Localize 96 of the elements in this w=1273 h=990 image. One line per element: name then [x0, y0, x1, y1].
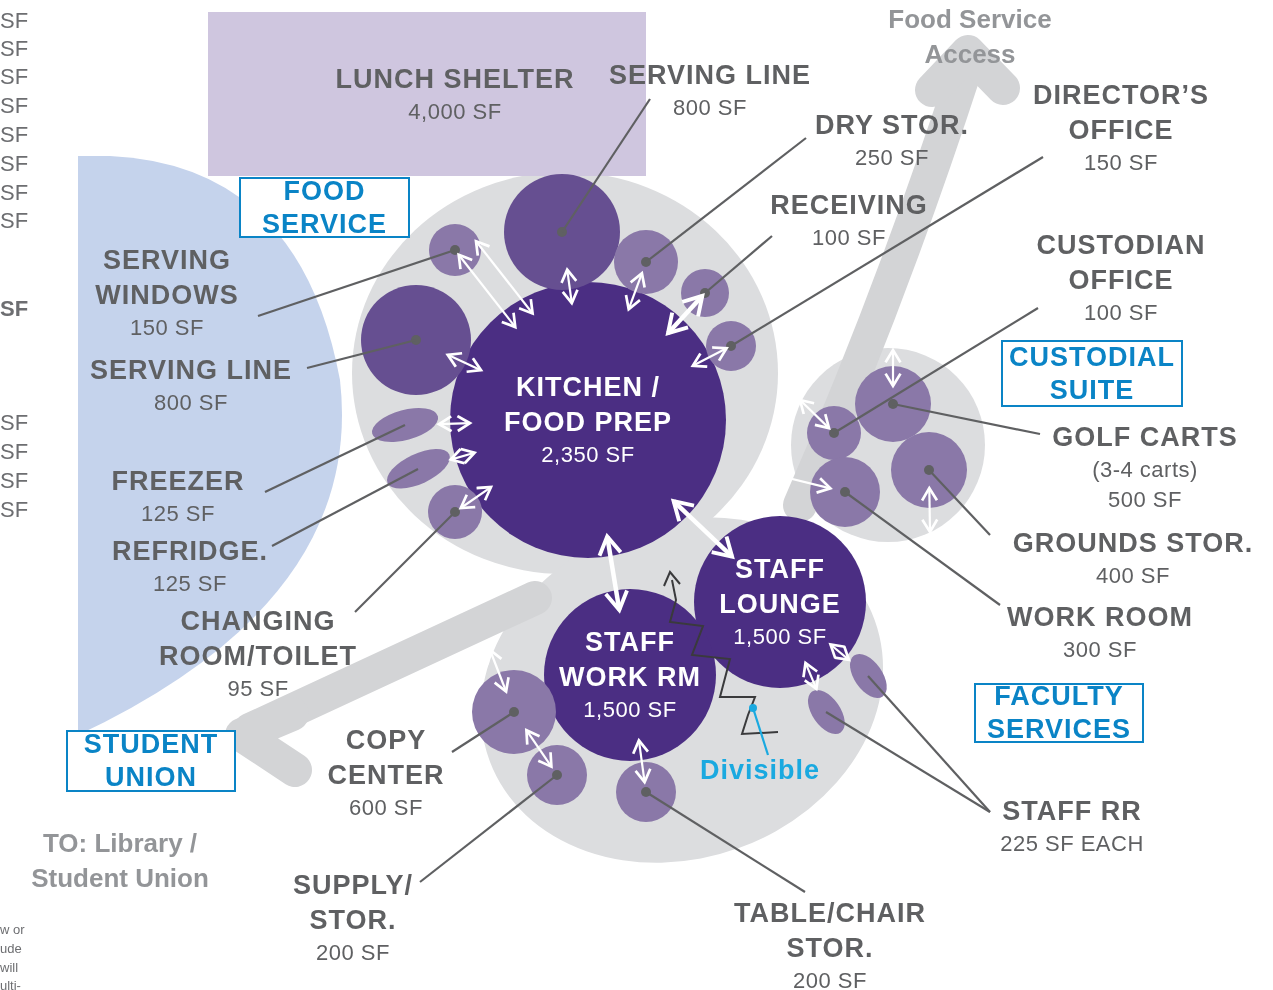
room-name: SERVING WINDOWS	[94, 244, 240, 312]
zone-label-box	[974, 683, 1144, 743]
area-text: (3-4 carts)	[1092, 456, 1198, 484]
cropped-text: SF	[0, 122, 29, 148]
area-text: 800 SF	[154, 389, 228, 417]
area-text: 500 SF	[1108, 486, 1182, 514]
room-name: STAFF RR	[1002, 795, 1142, 828]
arrow	[446, 352, 483, 373]
room-name: STAFF LOUNGE	[718, 553, 842, 621]
room-name: STAFF WORK RM	[558, 626, 702, 694]
area-text: 1,500 SF	[582, 696, 678, 724]
room-name: CHANGING ROOM/TOILET	[158, 605, 358, 673]
room-name: WORK ROOM	[1007, 601, 1193, 634]
room-name: SERVING LINE	[89, 354, 292, 387]
leader-line	[264, 424, 406, 493]
cropped-text: ude	[0, 941, 22, 956]
zone-title: FOOD SERVICE	[260, 174, 388, 241]
area-text: 200 SF	[316, 939, 390, 967]
arrow	[921, 486, 938, 534]
cropped-text: SF	[0, 93, 29, 119]
area-text: 4,000 SF	[408, 97, 502, 126]
arrow	[624, 271, 646, 311]
leader-line	[825, 711, 991, 813]
cropped-text: will	[0, 960, 19, 975]
room-name: KITCHEN / FOOD PREP	[503, 371, 673, 439]
area-text: 1,500 SF	[732, 623, 828, 651]
area-text: 150 SF	[130, 314, 204, 342]
area-text: 100 SF	[1084, 299, 1158, 327]
room-name: FREEZER	[111, 465, 245, 498]
room-name: DRY STOR.	[814, 109, 969, 142]
leader-line	[271, 468, 419, 547]
zone-label-box	[66, 730, 236, 792]
area-text: 400 SF	[1096, 562, 1170, 590]
cropped-text: ulti-	[0, 978, 21, 990]
arrow	[457, 253, 517, 329]
room-name: REFRIDGE.	[112, 535, 268, 568]
zone-title: FACULTY SERVICES	[985, 680, 1133, 746]
area-text: 150 SF	[1084, 149, 1158, 177]
zone-title: STUDENT UNION	[82, 728, 220, 794]
cropped-text: SF	[0, 180, 29, 206]
area-text: 100 SF	[812, 224, 886, 252]
area-text: 95 SF	[227, 675, 289, 703]
zone-label-box	[239, 177, 410, 238]
cropped-text: SF	[0, 208, 29, 234]
arrow	[449, 448, 476, 465]
arrow	[802, 661, 820, 691]
room-name: GOLF CARTS	[1052, 421, 1238, 454]
zone-title: CUSTODIAL SUITE	[1008, 340, 1176, 407]
cropped-text: SF	[0, 468, 29, 494]
arrow	[525, 728, 553, 769]
area-text: 2,350 SF	[540, 441, 636, 469]
area-text: 225 SF EACH	[1000, 830, 1144, 858]
arrow	[486, 648, 510, 693]
cropped-text: SF	[0, 296, 29, 322]
arrow	[632, 739, 652, 784]
area-text: 300 SF	[1063, 636, 1137, 664]
arrow	[884, 348, 902, 388]
room-name: LUNCH SHELTER	[335, 62, 575, 96]
arrow	[666, 293, 705, 336]
room-name: SERVING LINE	[608, 59, 811, 92]
area-text: 600 SF	[349, 794, 423, 822]
area-text: 800 SF	[673, 94, 747, 122]
cropped-text: w or	[0, 922, 25, 937]
arrow	[459, 485, 493, 510]
room-name: CUSTODIAN OFFICE	[1035, 229, 1207, 297]
room-name: COPY CENTER	[326, 724, 446, 792]
leader-line	[867, 675, 991, 813]
area-text: 200 SF	[793, 967, 867, 990]
cropped-text: SF	[0, 64, 29, 90]
arrow	[671, 499, 735, 559]
room-name: RECEIVING	[770, 189, 928, 222]
cropped-text: SF	[0, 439, 29, 465]
area-text: 125 SF	[153, 570, 227, 598]
arrow	[437, 415, 472, 432]
cropped-text: SF	[0, 151, 29, 177]
room-name: Divisible	[699, 754, 820, 787]
arrow	[691, 346, 728, 368]
room-name: GROUNDS STOR.	[1012, 527, 1254, 560]
leader-line	[354, 511, 456, 613]
cropped-text: SF	[0, 36, 29, 62]
cropped-text: SF	[0, 497, 29, 523]
room-name: SUPPLY/ STOR.	[291, 869, 415, 937]
area-text: 125 SF	[141, 500, 215, 528]
cropped-text: SF	[0, 8, 29, 34]
arrow	[474, 239, 534, 315]
arrow	[560, 268, 579, 305]
arrow	[798, 398, 831, 430]
arrow	[598, 534, 629, 612]
direction-label: Food Service Access	[887, 3, 1053, 71]
room-name: DIRECTOR’S OFFICE	[1032, 79, 1210, 147]
cropped-text: SF	[0, 410, 29, 436]
arrow	[829, 643, 851, 662]
direction-label: TO: Library / Student Union	[30, 827, 210, 895]
leader-line	[751, 707, 770, 756]
room-name: TABLE/CHAIR STOR.	[733, 897, 927, 965]
area-text: 250 SF	[855, 144, 929, 172]
